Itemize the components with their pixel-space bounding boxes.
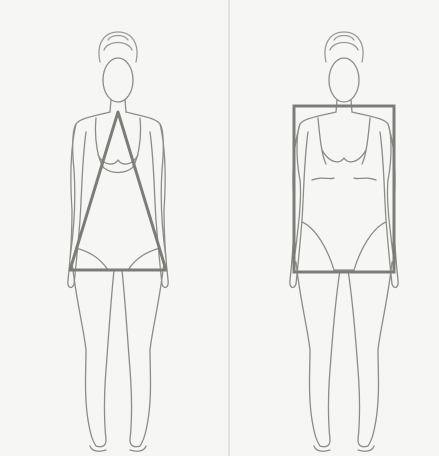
right-leg [122, 262, 164, 447]
rectangle-overlay [294, 106, 394, 272]
swimsuit-top [318, 118, 370, 164]
right-leg [348, 262, 392, 447]
swimsuit-bottom [302, 222, 386, 270]
bust-line [322, 150, 366, 162]
figure-rectangle-svg [230, 0, 439, 456]
triangle-overlay [70, 112, 166, 270]
left-leg [72, 262, 114, 447]
head [103, 58, 133, 102]
figure-triangle-svg [0, 0, 228, 456]
swimsuit-bottom [76, 248, 160, 270]
left-leg [296, 262, 340, 447]
waist-line [312, 178, 376, 180]
torso-outline [294, 112, 394, 262]
torso-outline [70, 112, 166, 258]
panel-rectangle-shape [230, 0, 439, 456]
panel-triangle-shape [0, 0, 228, 456]
head [329, 58, 359, 102]
